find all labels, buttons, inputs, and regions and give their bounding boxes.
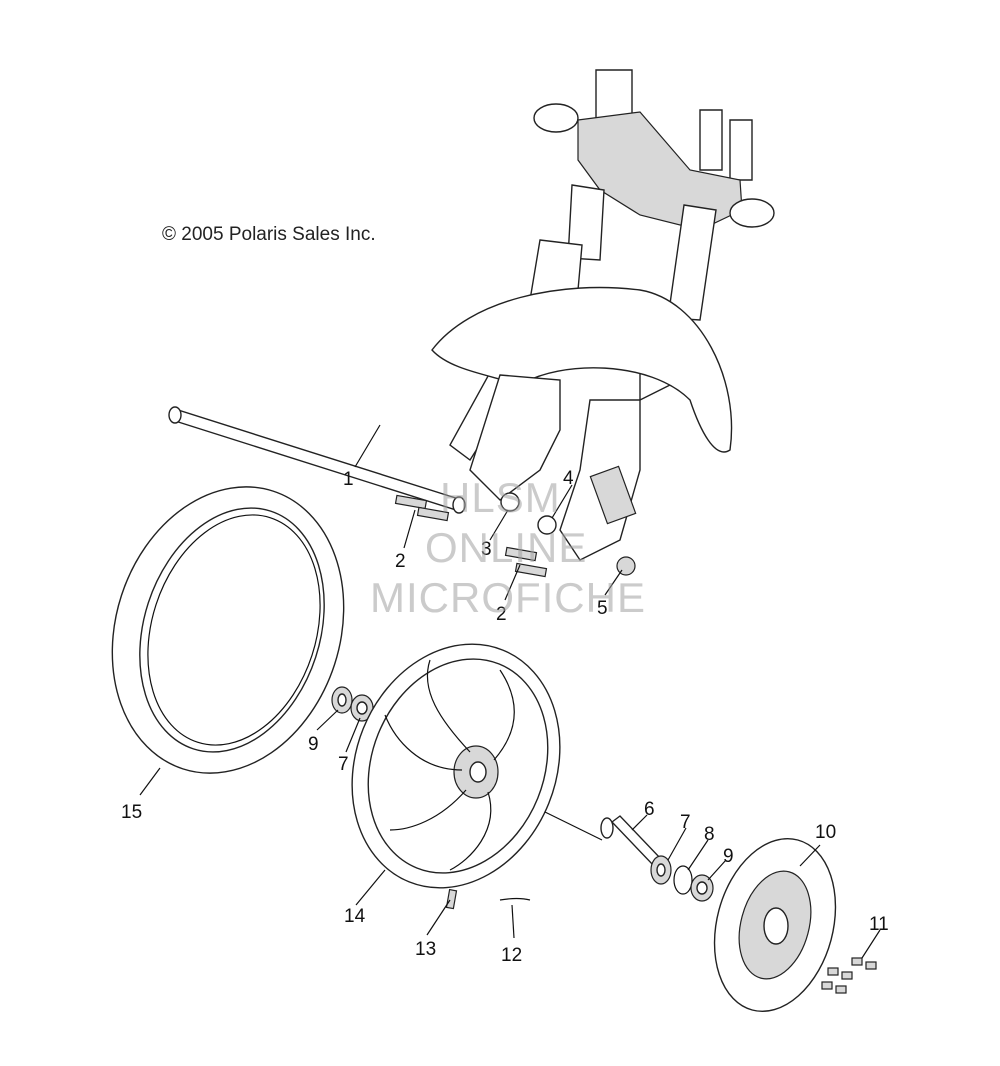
callout-13: 13: [415, 939, 436, 960]
fork-assembly: [431, 69, 775, 561]
callout-5: 5: [597, 598, 608, 619]
callouts: 1 2 2 3 4 5 6 7 7 8 9 9 10 11 12 13 14 1…: [121, 468, 889, 966]
callout-4: 4: [563, 468, 574, 489]
disc-screws: [821, 957, 877, 994]
watermark-line3: MICROFICHE: [370, 574, 646, 621]
bolts: [394, 494, 548, 578]
leader-lines: [139, 424, 881, 959]
brake-disc: [713, 837, 837, 1013]
valve-and-weight: [445, 888, 531, 910]
callout-6: 6: [644, 799, 655, 820]
tire: [111, 486, 345, 774]
wheel: [351, 643, 561, 889]
copyright-notice: © 2005 Polaris Sales Inc.: [162, 224, 376, 245]
callout-1: 1: [343, 469, 354, 490]
callout-3: 3: [481, 539, 492, 560]
callout-2-upper: 2: [395, 551, 406, 572]
callout-7-right: 7: [680, 812, 691, 833]
callout-7-left: 7: [338, 754, 349, 775]
callout-2-lower: 2: [496, 604, 507, 625]
watermark-line2: ONLINE: [425, 524, 588, 571]
callout-9-left: 9: [308, 734, 319, 755]
callout-11: 11: [869, 914, 889, 935]
callout-8: 8: [704, 824, 715, 845]
axle: [168, 406, 466, 514]
callout-15: 15: [121, 802, 142, 823]
watermark-line1: HLSM: [440, 474, 561, 521]
callout-10: 10: [815, 822, 836, 843]
left-bearing-seal: [331, 686, 374, 722]
callout-12: 12: [501, 945, 522, 966]
callout-9-right: 9: [723, 846, 734, 867]
right-axle-parts: [600, 815, 714, 902]
callout-14: 14: [344, 906, 366, 927]
